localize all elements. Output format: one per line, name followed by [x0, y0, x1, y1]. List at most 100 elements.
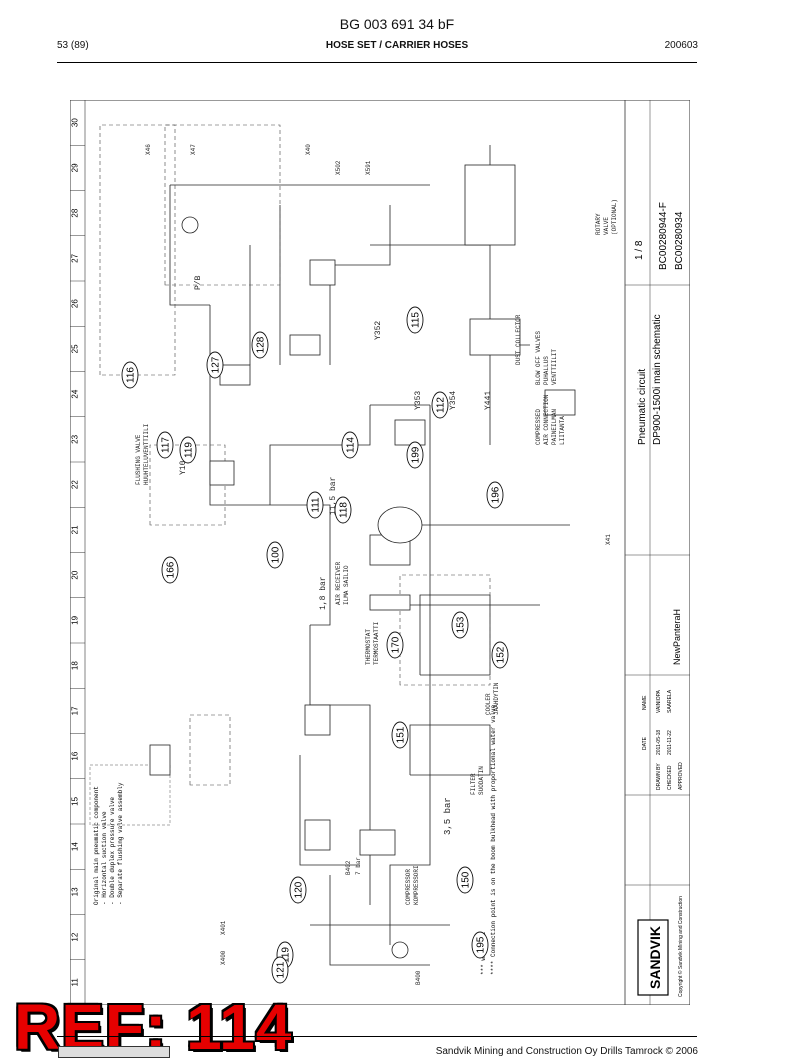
part-callout: 166: [161, 556, 179, 584]
part-callout: 118: [334, 496, 352, 524]
connector-x40: X40: [305, 144, 312, 155]
cooler-label: COOLER: [485, 693, 492, 715]
svg-text:196: 196: [491, 486, 502, 503]
air-receiver-fi-label: ILMA SAILIO: [343, 565, 350, 605]
approved-label: APPROVED: [678, 762, 684, 790]
part-callout: 152: [491, 641, 509, 669]
note-line-2: - Horizontal suction valve: [101, 811, 108, 905]
compressed-air-label: COMPRESSED: [535, 409, 542, 445]
svg-text:151: 151: [396, 726, 407, 743]
ruler-number: 19: [71, 615, 80, 624]
part-callout: 127: [206, 351, 224, 379]
part-callout: 128: [251, 331, 269, 359]
checked-label: CHECKED: [667, 765, 673, 790]
compressor-label: COMPRESSOR: [405, 869, 412, 905]
svg-text:166: 166: [166, 561, 177, 578]
thermostat-label: THERMOSTAT: [365, 629, 372, 665]
part-callout: 195: [471, 931, 489, 959]
svg-text:100: 100: [271, 546, 282, 563]
svg-text:118: 118: [339, 502, 350, 518]
air-receiver-label: AIR RECEIVER: [335, 561, 342, 605]
ruler-number: 27: [71, 253, 80, 262]
filter-label: FILTER: [470, 773, 477, 795]
document-date: 200603: [664, 40, 698, 51]
connector-x591: X591: [365, 160, 372, 175]
ruler-number: 30: [71, 118, 80, 127]
air-connection-label: AIR CONNECTION: [543, 394, 550, 445]
drawing-number-1: BC00280944-F: [658, 202, 669, 270]
note-line-4: - Separate flushing valve assembly: [117, 782, 124, 905]
footer-text: Sandvik Mining and Construction Oy Drill…: [435, 1046, 698, 1057]
footer-logo: [58, 1046, 170, 1058]
part-callout: 170: [386, 631, 404, 659]
ruler-number: 12: [71, 932, 80, 941]
rotary-valve-label: ROTARY: [595, 213, 602, 235]
drawing-number-2: BC00280934: [674, 211, 685, 270]
ruler-number: 15: [71, 796, 80, 805]
connector-x400: X400: [220, 950, 227, 965]
part-callout: 116: [121, 361, 139, 389]
pressure-label-11-5-bar: 11,5 bar: [329, 476, 338, 515]
svg-text:112: 112: [436, 397, 447, 413]
section-title: HOSE SET / CARRIER HOSES: [325, 40, 469, 51]
blow-off-valves-fi-label: PUHALLUS: [543, 356, 550, 385]
valve-y352: Y352: [374, 321, 383, 340]
brand-logo: SANDVIK: [647, 926, 663, 989]
connector-x47: X47: [190, 144, 197, 155]
part-callout: 199: [406, 441, 424, 469]
ruler-number: 29: [71, 163, 80, 172]
flushing-valve-label: FLUSHING VALVE: [135, 434, 142, 485]
pressure-label-3-5-bar: 3,5 bar: [443, 797, 453, 835]
valve-y10: Y10: [179, 460, 188, 475]
part-callout: 112: [431, 391, 449, 419]
part-callout: 100: [266, 541, 284, 569]
ruler-number: 16: [71, 751, 80, 760]
svg-text:119: 119: [184, 442, 195, 458]
paineilma-label: PAINEILMAN: [551, 409, 558, 445]
title-line-2: DP900-1500i main schematic: [652, 314, 663, 445]
ruler-number: 17: [71, 706, 80, 715]
pressure-label-7-bar: 7 bar: [355, 857, 362, 875]
svg-text:128: 128: [256, 336, 267, 353]
bottom-note-2: **** Connection point is on the boom bul…: [490, 705, 497, 975]
rotary-valve-label-3: (OPTIONAL): [611, 199, 618, 235]
ruler-number: 11: [71, 978, 80, 987]
compressor-fi-label: KOMPRESSORI: [413, 865, 420, 905]
page-number: 53 (89): [57, 40, 89, 51]
part-callout: 114: [341, 431, 359, 459]
note-line-3: - Double duplex pressure valve: [109, 797, 116, 905]
drawn-name: VAINIOPA: [656, 689, 662, 713]
checked-name: SAARELA: [667, 689, 673, 713]
checked-date: 2011-11-22: [667, 730, 673, 755]
name-label: NAME: [642, 695, 648, 710]
svg-text:120: 120: [294, 881, 305, 898]
svg-text:111: 111: [311, 497, 322, 513]
pneumatic-schematic: 1112131415161718192021222324252627282930…: [70, 100, 690, 1005]
ruler-number: 21: [71, 525, 80, 534]
ruler-number: 28: [71, 208, 80, 217]
dust-collector-label: DUST COLLECTOR: [515, 314, 522, 365]
ruler-number: 23: [71, 434, 80, 443]
sensor-b400: B400: [415, 970, 422, 985]
ruler-number: 24: [71, 389, 80, 398]
note-line-1: Original main pneumatic component: [93, 786, 100, 905]
thermostat-fi-label: TERMOSTAATTI: [373, 622, 380, 665]
part-callout: 111: [306, 491, 324, 519]
pb-label: P/B: [194, 275, 203, 290]
svg-text:170: 170: [391, 636, 402, 653]
valve-y354: Y354: [449, 391, 458, 410]
drawn-date: 2011-05-18: [656, 730, 662, 755]
copyright-text: Copyright © Sandvik Mining and Construct…: [677, 896, 684, 997]
part-callout: 115: [406, 306, 424, 334]
part-callout: 196: [486, 481, 504, 509]
blow-off-valves-label: BLOW OFF VALVES: [535, 331, 542, 385]
ruler-number: 20: [71, 570, 80, 579]
svg-text:153: 153: [456, 616, 467, 633]
svg-text:152: 152: [496, 646, 507, 663]
ruler-number: 14: [71, 842, 80, 851]
flushing-valve-fi-label: HUUHTELUVENTTIILI: [143, 424, 150, 485]
connector-x46: X46: [145, 144, 152, 155]
ruler-number: 26: [71, 299, 80, 308]
